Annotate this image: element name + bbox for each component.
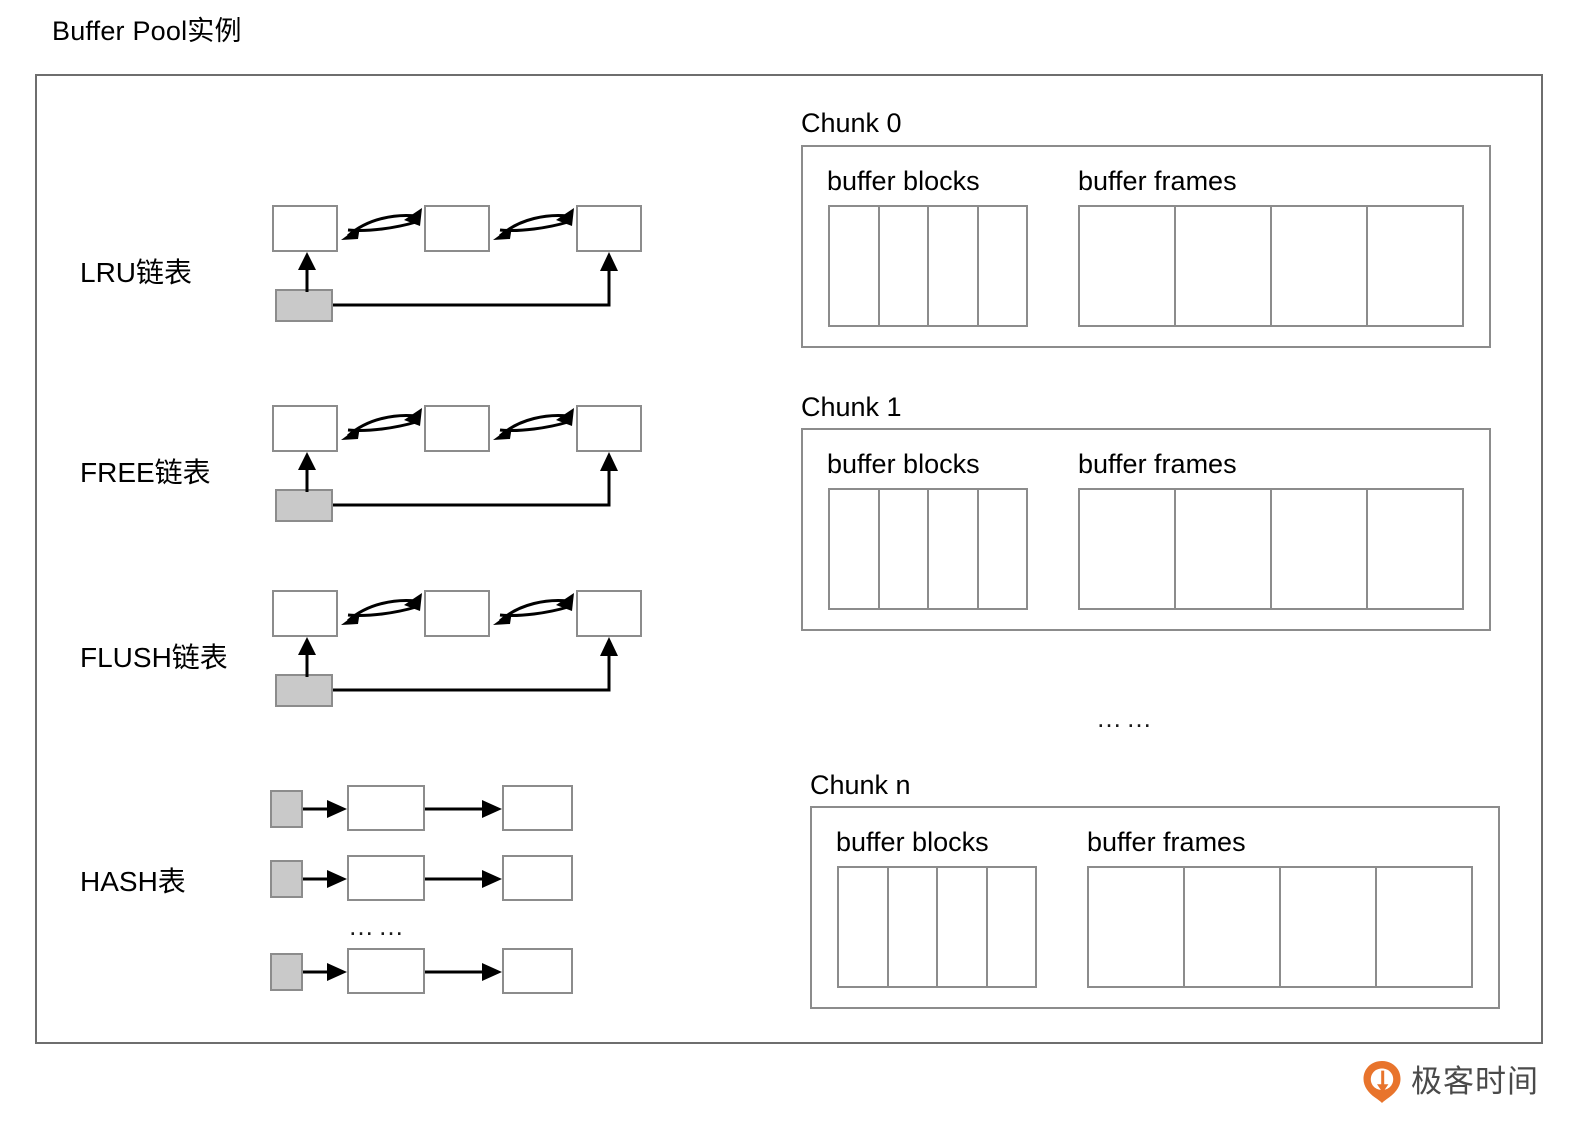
flush-head-pointer-arrow [298, 637, 316, 677]
free-list-label: FREE链表 [80, 457, 211, 488]
chunk-1-label: Chunk 1 [801, 392, 902, 422]
geekbang-logo-text: 极客时间 [1411, 1064, 1539, 1099]
buffer-block-cell [988, 868, 1036, 986]
lru-bidirectional-link-1 [341, 208, 422, 240]
hash-bucket-1 [270, 790, 303, 828]
buffer-frame-cell [1368, 207, 1462, 325]
buffer-frame-cell [1368, 490, 1462, 608]
lru-node-3 [576, 205, 642, 252]
buffer-frame-cell [1080, 207, 1176, 325]
page-title: Buffer Pool实例 [52, 16, 242, 46]
chunk-1-buffer-blocks-title: buffer blocks [827, 449, 980, 479]
lru-head-pointer-arrow [298, 252, 316, 292]
hash-node-2-2 [502, 855, 573, 901]
hash-ellipsis: …… [348, 911, 408, 941]
buffer-frame-cell [1281, 868, 1377, 986]
flush-node-1 [272, 590, 338, 637]
buffer-block-cell [880, 207, 929, 325]
chunk-1-buffer-frames-title: buffer frames [1078, 449, 1237, 479]
buffer-frame-cell [1080, 490, 1176, 608]
hash-node-1-1 [347, 785, 425, 831]
buffer-frame-cell [1377, 868, 1471, 986]
flush-tail-pointer-arrow [333, 637, 618, 692]
free-node-1 [272, 405, 338, 452]
buffer-block-cell [929, 207, 979, 325]
geekbang-logo: 极客时间 [1362, 1060, 1539, 1104]
chunk-0-buffer-frames-title: buffer frames [1078, 166, 1237, 196]
hash-arrow-2a [303, 870, 347, 888]
flush-bidirectional-link-2 [493, 593, 574, 625]
free-bidirectional-link-1 [341, 408, 422, 440]
buffer-block-cell [938, 868, 988, 986]
chunk-0-buffer-blocks-title: buffer blocks [827, 166, 980, 196]
chunk-n-buffer-blocks-title: buffer blocks [836, 827, 989, 857]
free-node-3 [576, 405, 642, 452]
chunk-0-buffer-frames-cells [1078, 205, 1464, 327]
hash-arrow-1a [303, 800, 347, 818]
buffer-block-cell [979, 490, 1027, 608]
flush-bidirectional-link-1 [341, 593, 422, 625]
buffer-block-cell [929, 490, 979, 608]
buffer-block-cell [889, 868, 938, 986]
lru-bidirectional-link-2 [493, 208, 574, 240]
chunks-ellipsis: …… [1096, 703, 1156, 733]
hash-arrow-3a [303, 963, 347, 981]
hash-arrow-2b [425, 870, 502, 888]
buffer-frame-cell [1176, 490, 1272, 608]
buffer-block-cell [839, 868, 889, 986]
hash-bucket-2 [270, 860, 303, 898]
free-tail-pointer-arrow [333, 452, 618, 507]
chunk-n-buffer-frames-title: buffer frames [1087, 827, 1246, 857]
chunk-0-panel: buffer blocks buffer frames [801, 145, 1491, 348]
buffer-frame-cell [1272, 490, 1368, 608]
flush-base-node [275, 674, 333, 707]
hash-node-3-1 [347, 948, 425, 994]
chunk-1-buffer-frames-cells [1078, 488, 1464, 610]
free-base-node [275, 489, 333, 522]
buffer-frame-cell [1176, 207, 1272, 325]
chunk-1-buffer-blocks-cells [828, 488, 1028, 610]
chunk-0-buffer-blocks-cells [828, 205, 1028, 327]
chunk-n-buffer-frames-cells [1087, 866, 1473, 988]
flush-node-3 [576, 590, 642, 637]
buffer-frame-cell [1272, 207, 1368, 325]
geekbang-mark-icon [1363, 1061, 1401, 1103]
hash-arrow-1b [425, 800, 502, 818]
lru-tail-pointer-arrow [333, 252, 618, 307]
buffer-block-cell [830, 490, 880, 608]
hash-node-1-2 [502, 785, 573, 831]
free-bidirectional-link-2 [493, 408, 574, 440]
hash-arrow-3b [425, 963, 502, 981]
buffer-block-cell [830, 207, 880, 325]
hash-node-2-1 [347, 855, 425, 901]
buffer-frame-cell [1185, 868, 1281, 986]
flush-list-label: FLUSH链表 [80, 642, 228, 673]
hash-node-3-2 [502, 948, 573, 994]
buffer-frame-cell [1089, 868, 1185, 986]
buffer-block-cell [880, 490, 929, 608]
hash-table-label: HASH表 [80, 866, 186, 897]
buffer-block-cell [979, 207, 1027, 325]
free-node-2 [424, 405, 490, 452]
hash-bucket-3 [270, 953, 303, 991]
lru-base-node [275, 289, 333, 322]
lru-list-label: LRU链表 [80, 257, 193, 288]
chunk-0-label: Chunk 0 [801, 108, 902, 138]
lru-node-2 [424, 205, 490, 252]
chunk-n-label: Chunk n [810, 770, 911, 800]
chunk-n-buffer-blocks-cells [837, 866, 1037, 988]
chunk-n-panel: buffer blocks buffer frames [810, 806, 1500, 1009]
chunk-1-panel: buffer blocks buffer frames [801, 428, 1491, 631]
flush-node-2 [424, 590, 490, 637]
free-head-pointer-arrow [298, 452, 316, 492]
lru-node-1 [272, 205, 338, 252]
